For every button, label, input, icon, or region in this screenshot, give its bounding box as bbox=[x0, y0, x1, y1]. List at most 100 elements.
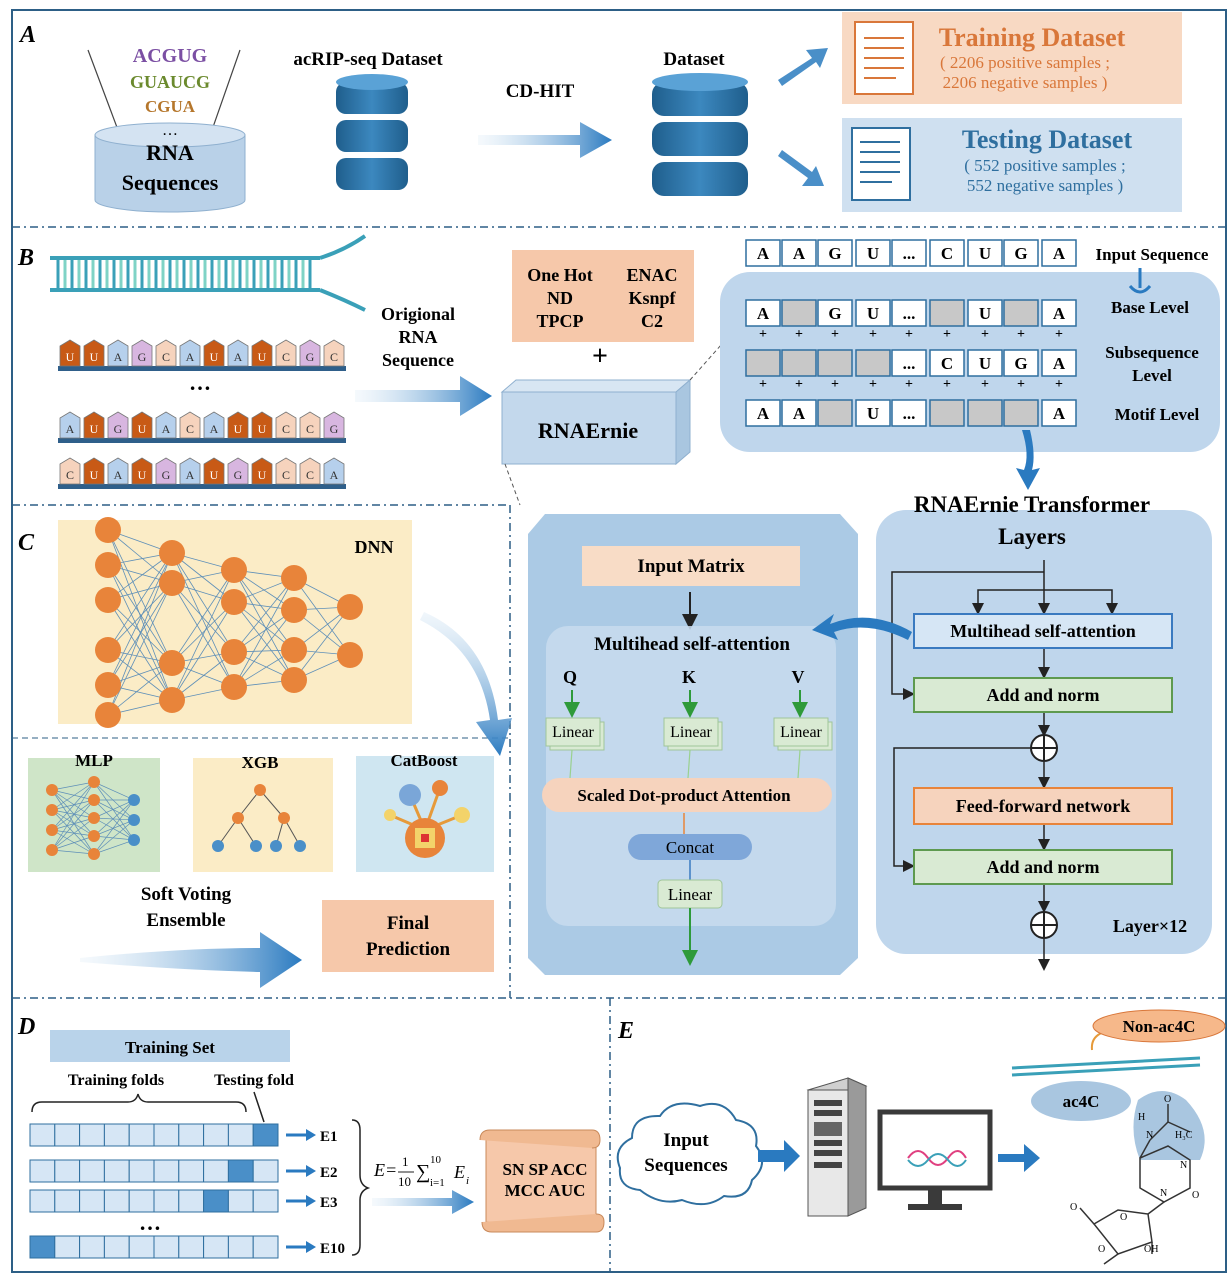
input-cloud: Input Sequences bbox=[616, 1102, 763, 1206]
cdhit-label: CD-HIT bbox=[506, 81, 575, 102]
testing-positive: ( 552 positive samples ; bbox=[964, 156, 1125, 175]
fold-error-label: E2 bbox=[320, 1165, 338, 1181]
testing-fold-pointer bbox=[253, 1091, 265, 1123]
orig-label-1: Origional bbox=[381, 304, 455, 324]
mlp-edge bbox=[51, 809, 95, 837]
mlp-neuron bbox=[46, 784, 58, 796]
input-cloud-1: Input bbox=[663, 1130, 709, 1151]
input-matrix-label: Input Matrix bbox=[637, 556, 745, 577]
plus-sign: + bbox=[795, 377, 803, 392]
add-norm-2-box bbox=[913, 849, 1173, 885]
sequence-token: U bbox=[979, 244, 991, 263]
ac4c-molecule-icon bbox=[1079, 1091, 1205, 1265]
nucleotide-letter: G bbox=[306, 350, 315, 364]
nucleotide-letter: C bbox=[306, 422, 314, 436]
sequence-token: ... bbox=[903, 304, 916, 323]
svg-text:N: N bbox=[1146, 1130, 1153, 1141]
mhsa-title: Multihead self-attention bbox=[594, 634, 790, 655]
t-mhsa-label: Multihead self-attention bbox=[950, 621, 1135, 641]
dataset-database-icon: Dataset bbox=[652, 49, 748, 196]
svg-text:10: 10 bbox=[430, 1154, 442, 1166]
arrow-to-final bbox=[80, 932, 302, 988]
plus-sign: + bbox=[905, 327, 913, 342]
testing-fold-cell bbox=[252, 1123, 279, 1147]
svg-text:i: i bbox=[466, 1175, 469, 1187]
orig-label-3: Sequence bbox=[382, 350, 454, 370]
outer-frame bbox=[11, 9, 1227, 1273]
fold-ellipsis: … bbox=[139, 1210, 161, 1235]
ac4c-label: ac4C bbox=[1063, 1092, 1100, 1111]
mlp-edge bbox=[51, 789, 95, 801]
plus-sign: + bbox=[943, 327, 951, 342]
server-icon bbox=[806, 1077, 868, 1217]
sequence-cell bbox=[781, 349, 817, 377]
nucleotide: U bbox=[203, 339, 225, 367]
nucleotide-letter: A bbox=[114, 350, 123, 364]
nucleotide: A bbox=[179, 457, 201, 485]
svg-text:OH: OH bbox=[1144, 1244, 1158, 1255]
training-fold-cell bbox=[29, 1123, 56, 1147]
plus-sign: + bbox=[795, 327, 803, 342]
training-fold-cell bbox=[128, 1189, 155, 1213]
plus-sign: + bbox=[869, 327, 877, 342]
nucleotide-letter: U bbox=[258, 468, 267, 482]
xgb-background bbox=[193, 758, 333, 872]
rnaernie-block: RNAErnie bbox=[500, 378, 692, 466]
nucleotide: C bbox=[275, 411, 297, 439]
dnn-label: DNN bbox=[355, 537, 394, 557]
nucleotide: C bbox=[179, 411, 201, 439]
nucleotide-letter: A bbox=[186, 468, 195, 482]
sequence-token: U bbox=[979, 354, 991, 373]
fold-arrowhead bbox=[306, 1195, 316, 1207]
sequence-token: ... bbox=[903, 354, 916, 373]
training-fold-cell bbox=[103, 1189, 130, 1213]
dnn-edge bbox=[107, 552, 173, 651]
sequence-cell bbox=[1041, 299, 1077, 327]
sequence-cell bbox=[817, 349, 853, 377]
training-fold-cell bbox=[227, 1235, 254, 1259]
sequence-cell bbox=[929, 239, 965, 267]
plus-feature: + bbox=[592, 341, 608, 372]
nucleotide-letter: G bbox=[138, 350, 147, 364]
qkv-connector bbox=[687, 749, 691, 779]
linear-label: Linear bbox=[670, 724, 712, 741]
nucleotide: U bbox=[83, 339, 105, 367]
mlp-edge bbox=[93, 781, 135, 801]
dnn-edge bbox=[107, 649, 173, 701]
training-fold-cell bbox=[54, 1123, 81, 1147]
nucleotide-letter: A bbox=[330, 468, 339, 482]
testing-fold-label: Testing fold bbox=[214, 1072, 294, 1089]
xgb-node bbox=[254, 784, 266, 796]
arrow-to-metrics bbox=[372, 1190, 474, 1214]
plus-sign: + bbox=[981, 327, 989, 342]
dnn-neuron bbox=[281, 597, 307, 623]
dnn-edge bbox=[171, 651, 235, 701]
nucleotide-letter: A bbox=[234, 350, 243, 364]
metrics-line-1: SN SP ACC bbox=[502, 1160, 587, 1179]
mhsa-inner-box bbox=[546, 626, 836, 926]
svg-text:10: 10 bbox=[398, 1174, 411, 1189]
mlp-neuron bbox=[88, 848, 100, 860]
mlp-edge bbox=[51, 781, 95, 851]
training-fold-cell bbox=[252, 1159, 279, 1183]
soft-voting-1: Soft Voting bbox=[141, 884, 232, 905]
nucleotide-letter: U bbox=[258, 422, 267, 436]
sequence-token: U bbox=[867, 244, 879, 263]
training-set-bar bbox=[50, 1030, 290, 1062]
arrow-cloud-to-server bbox=[758, 1140, 800, 1172]
sdpa-box bbox=[542, 778, 832, 812]
dnn-edge bbox=[233, 577, 295, 653]
svg-text:i=1: i=1 bbox=[430, 1177, 445, 1189]
dnn-edge bbox=[171, 582, 235, 653]
dnn-edge bbox=[107, 582, 173, 716]
nucleotide: C bbox=[323, 339, 345, 367]
dnn-edge bbox=[107, 599, 173, 664]
sequence-token: G bbox=[1014, 354, 1027, 373]
mlp-edge bbox=[93, 799, 135, 821]
training-fold-cell bbox=[178, 1235, 205, 1259]
training-fold-cell bbox=[252, 1235, 279, 1259]
training-folds-label: Training folds bbox=[68, 1072, 164, 1089]
xgb-node bbox=[232, 812, 244, 824]
